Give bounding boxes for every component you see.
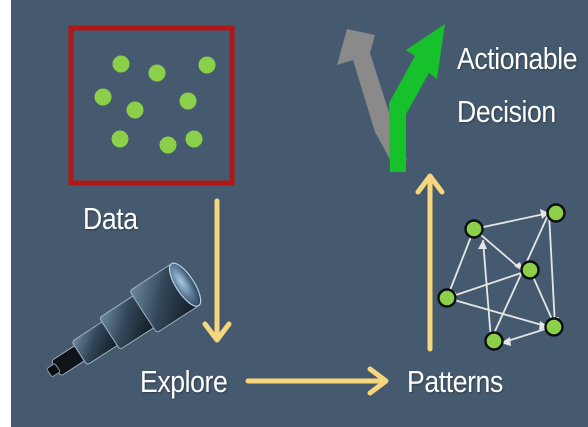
arrow-patterns-to-decision-head bbox=[415, 173, 445, 195]
data-dot bbox=[185, 130, 203, 148]
pattern-node bbox=[544, 317, 564, 337]
arrow-data-to-explore-head bbox=[202, 321, 232, 343]
decision-arrows-icon bbox=[337, 24, 445, 172]
diagram-canvas bbox=[11, 0, 588, 427]
data-points bbox=[94, 55, 216, 154]
data-dot bbox=[179, 92, 197, 110]
diagram-panel: Data Explore Patterns Actionable Decisio… bbox=[11, 0, 588, 427]
pattern-nodes bbox=[437, 203, 566, 351]
label-decision: Decision bbox=[457, 94, 556, 129]
label-data: Data bbox=[83, 201, 138, 236]
pattern-node bbox=[437, 288, 457, 308]
data-dot bbox=[198, 56, 216, 74]
data-box bbox=[68, 25, 235, 186]
data-dot bbox=[112, 55, 130, 73]
label-explore: Explore bbox=[140, 364, 228, 399]
pattern-node bbox=[520, 260, 540, 280]
label-patterns: Patterns bbox=[407, 364, 503, 399]
label-actionable: Actionable bbox=[457, 41, 578, 76]
telescope-icon bbox=[46, 262, 202, 377]
data-dot bbox=[111, 130, 129, 148]
pattern-node bbox=[546, 203, 566, 223]
flow-arrows bbox=[202, 173, 445, 396]
decision-arrow bbox=[389, 24, 445, 172]
pattern-node bbox=[464, 219, 484, 239]
network-graph-icon bbox=[437, 203, 566, 351]
data-dot bbox=[148, 64, 166, 82]
data-dot bbox=[159, 136, 177, 154]
background bbox=[11, 0, 588, 427]
data-dot bbox=[94, 88, 112, 106]
data-dot bbox=[126, 101, 144, 119]
arrow-explore-to-patterns-head bbox=[367, 366, 389, 396]
pattern-node bbox=[484, 331, 504, 351]
